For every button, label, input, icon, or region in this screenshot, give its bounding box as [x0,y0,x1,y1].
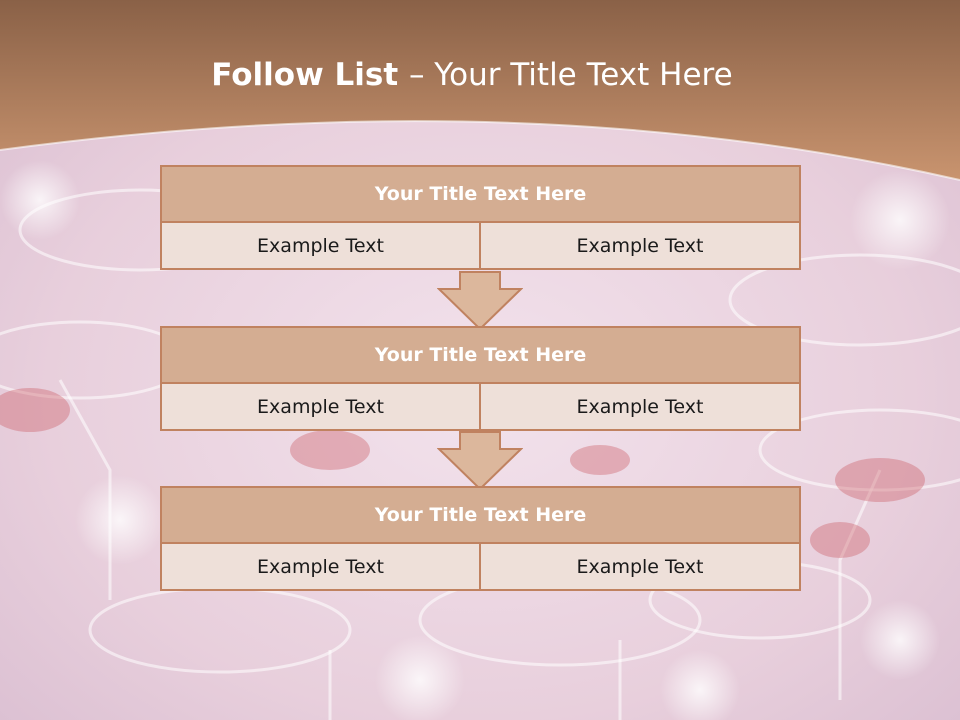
block-cell-right: Example Text [479,542,801,591]
page-title: Follow List – Your Title Text Here [0,52,944,98]
block-cell-right: Example Text [479,382,801,431]
list-block: Your Title Text Here Example Text Exampl… [160,486,801,591]
block-cell-right: Example Text [479,221,801,270]
list-block: Your Title Text Here Example Text Exampl… [160,165,801,270]
down-arrow-icon [437,431,523,491]
down-arrow-icon [437,271,523,331]
title-bold: Follow List [211,57,409,93]
block-cell-left: Example Text [160,221,481,270]
block-title: Your Title Text Here [160,165,801,223]
block-title: Your Title Text Here [160,486,801,544]
block-cell-left: Example Text [160,382,481,431]
block-cell-left: Example Text [160,542,481,591]
title-rest: – Your Title Text Here [408,57,733,93]
list-block: Your Title Text Here Example Text Exampl… [160,326,801,431]
block-title: Your Title Text Here [160,326,801,384]
